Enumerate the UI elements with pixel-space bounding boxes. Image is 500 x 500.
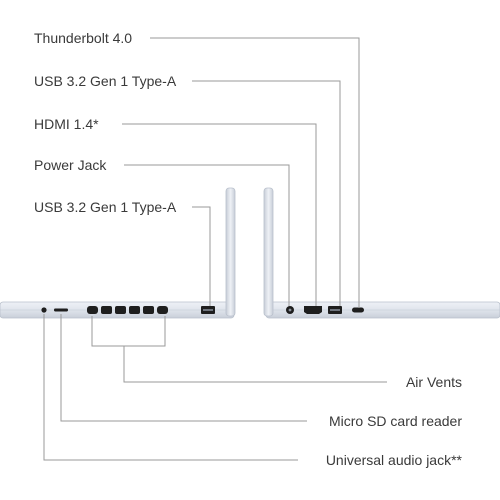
air-vent bbox=[143, 306, 154, 314]
leader-usb-a-right bbox=[192, 80, 341, 306]
air-vent bbox=[87, 306, 98, 314]
air-vent bbox=[129, 306, 140, 314]
right-laptop-lid bbox=[263, 187, 274, 317]
leader-air-vents-bracket bbox=[91, 316, 166, 347]
usb-a-right-port-tongue bbox=[330, 309, 340, 311]
air-vents bbox=[87, 306, 168, 314]
left-laptop bbox=[0, 187, 236, 319]
hdmi-port bbox=[304, 306, 322, 314]
label-thunderbolt: Thunderbolt 4.0 bbox=[34, 30, 133, 46]
label-audio-jack: Universal audio jack** bbox=[325, 452, 462, 468]
label-hdmi: HDMI 1.4* bbox=[34, 116, 99, 132]
right-laptop bbox=[263, 187, 500, 319]
thunderbolt-port bbox=[352, 307, 364, 313]
leader-air-vents bbox=[123, 346, 387, 383]
leader-lines bbox=[43, 37, 387, 461]
usb-a-left-port-tongue bbox=[203, 309, 213, 311]
leader-power-jack bbox=[124, 164, 290, 306]
leader-usb-a-left bbox=[192, 206, 211, 306]
micro-sd-slot bbox=[54, 308, 68, 312]
air-vent bbox=[101, 306, 112, 314]
air-vent bbox=[157, 306, 168, 314]
leader-audio-jack bbox=[43, 314, 298, 461]
power-jack-pin bbox=[288, 308, 292, 312]
label-usb-a-right: USB 3.2 Gen 1 Type-A bbox=[34, 73, 177, 89]
leader-hdmi bbox=[122, 123, 317, 306]
audio-jack-port bbox=[41, 307, 47, 313]
label-air-vents: Air Vents bbox=[405, 374, 462, 390]
label-micro-sd: Micro SD card reader bbox=[328, 413, 462, 429]
left-laptop-lid bbox=[225, 187, 236, 317]
label-usb-a-left: USB 3.2 Gen 1 Type-A bbox=[34, 199, 177, 215]
air-vent bbox=[115, 306, 126, 314]
leader-thunderbolt bbox=[150, 37, 360, 308]
leader-micro-sd bbox=[60, 314, 307, 422]
label-power-jack: Power Jack bbox=[34, 157, 107, 173]
